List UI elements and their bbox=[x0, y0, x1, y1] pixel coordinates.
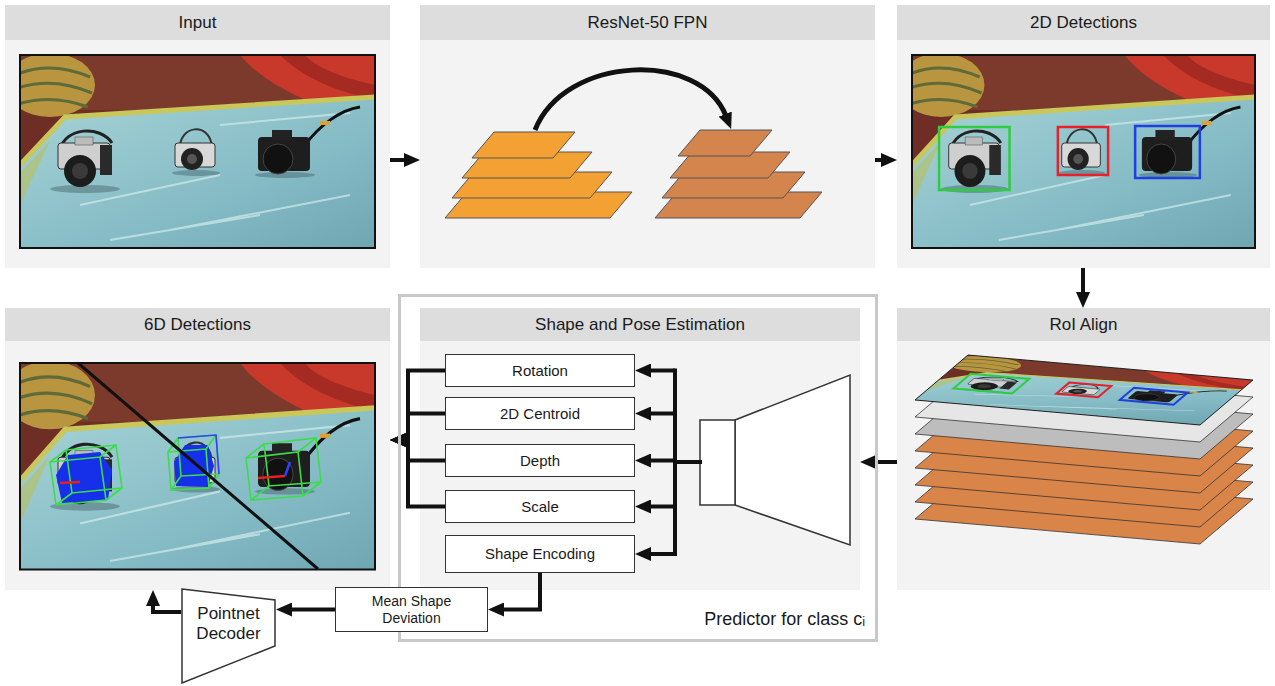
image-panel: ResNet-50 FPN bbox=[420, 5, 875, 268]
image-panel: 6D Detections bbox=[5, 308, 390, 590]
encoder-branches bbox=[649, 412, 675, 416]
box-label: 2D Centroid bbox=[495, 405, 585, 422]
connector-arrow bbox=[290, 608, 335, 612]
lateral-arrow bbox=[535, 70, 726, 130]
process-box: Mean Shape Deviation bbox=[335, 587, 488, 632]
box-label: Mean Shape Deviation bbox=[336, 593, 487, 625]
process-box: 2D Centroid bbox=[445, 397, 635, 430]
feature-pyramid bbox=[445, 130, 822, 218]
process-box: Rotation bbox=[445, 354, 635, 387]
pose-overlays bbox=[258, 476, 285, 478]
feature-pyramid bbox=[678, 130, 772, 156]
roi-photo-layer bbox=[903, 353, 1254, 424]
encoder-network bbox=[700, 420, 735, 505]
detections-photo bbox=[912, 55, 1255, 248]
box-label: Scale bbox=[516, 498, 564, 515]
detections-photo bbox=[898, 53, 1255, 248]
panel-grounds bbox=[5, 5, 1270, 590]
encoder-branches bbox=[649, 371, 700, 555]
panel-grounds bbox=[5, 5, 390, 268]
trapezoid-outline bbox=[182, 589, 275, 683]
pose-overlays bbox=[285, 462, 290, 476]
roi-photo-layer bbox=[953, 374, 1029, 394]
encoder-branches bbox=[649, 552, 675, 556]
encoder-network bbox=[735, 375, 850, 545]
process-box: Shape Encoding bbox=[445, 535, 635, 573]
connector-arrow bbox=[1081, 268, 1085, 294]
panel-title: ResNet-50 FPN bbox=[420, 5, 875, 40]
panel-grounds bbox=[897, 308, 1270, 590]
connector-arrow bbox=[390, 158, 406, 162]
panel-grounds bbox=[420, 308, 860, 590]
process-box: Scale bbox=[445, 490, 635, 523]
connector-arrow bbox=[875, 158, 883, 162]
box-label: Depth bbox=[515, 452, 565, 469]
panel-grounds bbox=[420, 5, 875, 268]
connector-arrow bbox=[404, 440, 445, 507]
connector-arrow bbox=[404, 371, 445, 441]
photo-frame bbox=[915, 355, 1253, 425]
group-label: Predictor for class cᵢ bbox=[704, 609, 865, 630]
process-box: Depth bbox=[445, 444, 635, 477]
pose-overlays bbox=[50, 445, 122, 505]
detections-photo bbox=[1135, 126, 1200, 178]
input-photo bbox=[5, 53, 375, 248]
photo-frame bbox=[20, 55, 375, 248]
decoder-label: Pointnet Decoder bbox=[181, 588, 276, 643]
feature-pyramid bbox=[472, 132, 575, 158]
panel-title: Shape and Pose Estimation bbox=[420, 308, 860, 341]
pose-photo bbox=[20, 363, 375, 570]
pose-overlays bbox=[78, 363, 318, 569]
detections-photo bbox=[939, 127, 1010, 190]
connector-arrow bbox=[404, 440, 445, 461]
image-panel: Shape and Pose EstimationRotation 2D Cent… bbox=[420, 308, 860, 590]
panel-title: Input bbox=[5, 5, 390, 40]
image-panel: 2D Detections bbox=[897, 5, 1270, 268]
encoder-branches bbox=[649, 369, 675, 373]
image-panel: RoI Align bbox=[897, 308, 1270, 590]
decoder-trapezoid: Pointnet Decoder bbox=[181, 588, 276, 684]
panel-grounds bbox=[5, 308, 390, 590]
panel-title: RoI Align bbox=[897, 308, 1270, 341]
panel-title: 6D Detections bbox=[5, 308, 390, 341]
pose-overlays bbox=[246, 438, 321, 500]
photo-frame bbox=[912, 55, 1255, 248]
connector-arrow bbox=[404, 414, 445, 441]
connector-arrow bbox=[153, 604, 181, 612]
detections-photo bbox=[1058, 127, 1108, 175]
box-label: Shape Encoding bbox=[480, 545, 600, 562]
roi-photo-layer bbox=[1120, 388, 1188, 405]
encoder-branches bbox=[649, 459, 675, 463]
roi-photo-layer bbox=[1056, 382, 1111, 397]
connector-arrow bbox=[502, 573, 540, 610]
encoder-network bbox=[700, 375, 850, 545]
panel-grounds bbox=[897, 5, 1270, 268]
pose-overlays bbox=[50, 363, 321, 569]
input-photo bbox=[20, 55, 375, 248]
pose-photo bbox=[5, 361, 375, 570]
pose-overlays bbox=[60, 482, 80, 483]
encoder-branches bbox=[675, 371, 700, 555]
panel-title: 2D Detections bbox=[897, 5, 1270, 40]
photo-frame bbox=[20, 363, 375, 570]
box-label: Rotation bbox=[507, 362, 573, 379]
encoder-branches bbox=[649, 505, 675, 509]
image-panel: Input bbox=[5, 5, 390, 268]
roi-photo-layer bbox=[915, 355, 1253, 425]
